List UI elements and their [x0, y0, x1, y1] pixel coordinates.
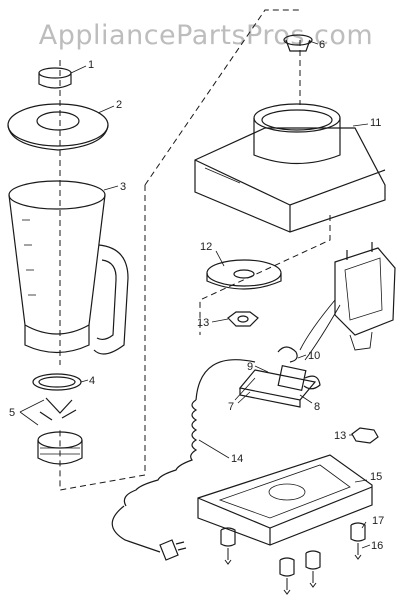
callout-coupling-right: 13 [334, 430, 346, 442]
callout-mounting-plate: 12 [200, 241, 212, 253]
feet-part [220, 522, 366, 577]
callout-leader-lines [19, 40, 371, 549]
callout-gasket: 4 [89, 375, 95, 387]
callout-switch: 8 [314, 401, 320, 413]
callout-bracket: 7 [228, 401, 234, 413]
callout-screw: 16 [371, 540, 383, 552]
callout-base: 15 [370, 471, 382, 483]
callout-jar: 3 [120, 181, 126, 193]
switch-assembly-part [234, 346, 321, 408]
screws-part [224, 543, 362, 595]
dashed-guide-lines [59, 9, 331, 491]
base-part [197, 454, 373, 546]
callout-coupling-left: 13 [197, 317, 209, 329]
gasket-part [32, 373, 82, 391]
coupling-right-part [351, 427, 379, 444]
motor-wires [299, 299, 341, 361]
callout-drive-coupling-top: 6 [319, 39, 325, 51]
callout-housing: 11 [370, 117, 381, 129]
motor-part [334, 242, 396, 351]
callout-labels: 1 2 3 4 5 6 7 8 9 10 11 12 13 13 14 15 1… [9, 39, 384, 552]
callout-lid: 2 [116, 99, 122, 111]
callout-blade-assembly: 5 [9, 407, 15, 419]
mounting-plate-part [206, 259, 282, 290]
motor-housing-part [194, 103, 386, 233]
jar-lid-part [7, 103, 109, 151]
blender-jar-part [8, 180, 129, 355]
callout-connector: 10 [308, 350, 320, 362]
drive-coupling-top-part [283, 34, 313, 52]
blade-assembly-part [37, 397, 83, 465]
callout-lid-cap: 1 [88, 59, 94, 71]
coupling-left-part [227, 311, 259, 327]
callout-power-cord: 14 [231, 453, 243, 465]
lid-cap-part [38, 67, 72, 89]
callout-wire: 9 [247, 361, 253, 373]
power-cord-part [111, 359, 256, 561]
watermark-text: AppliancePartsPros.com [38, 20, 374, 51]
callout-foot: 17 [372, 515, 384, 527]
